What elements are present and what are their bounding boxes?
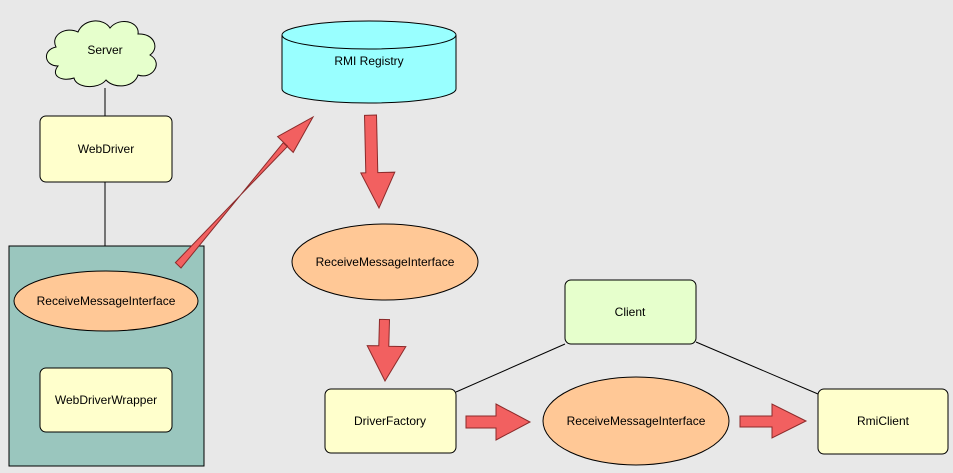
server-label: Server bbox=[87, 43, 122, 57]
receive-bottom-label: ReceiveMessageInterface bbox=[567, 414, 706, 428]
receive-message-interface-middle: ReceiveMessageInterface bbox=[291, 223, 479, 301]
driver-factory-node: DriverFactory bbox=[324, 388, 457, 454]
arrow-receive-to-rmiclient bbox=[739, 403, 808, 439]
webdriver-label: WebDriver bbox=[78, 142, 134, 156]
rmi-registry-database: RMI Registry bbox=[281, 20, 457, 104]
rmi-client-label: RmiClient bbox=[857, 414, 910, 428]
arrow-receive-to-driverfactory bbox=[366, 318, 407, 383]
arrow-driverfactory-to-receive bbox=[465, 403, 532, 441]
receive-middle-label: ReceiveMessageInterface bbox=[316, 255, 455, 269]
connector-client-driverfactory bbox=[455, 343, 566, 393]
receive-message-interface-left: ReceiveMessageInterface bbox=[13, 270, 199, 332]
receive-left-label: ReceiveMessageInterface bbox=[37, 294, 176, 308]
rmi-registry-label: RMI Registry bbox=[334, 54, 403, 68]
arrow-receive-to-registry bbox=[174, 115, 315, 269]
webdriver-node: WebDriver bbox=[39, 115, 173, 183]
rmi-client-node: RmiClient bbox=[817, 388, 949, 455]
webdriver-wrapper-node: WebDriverWrapper bbox=[39, 367, 173, 433]
driver-factory-label: DriverFactory bbox=[354, 414, 426, 428]
webdriver-wrapper-label: WebDriverWrapper bbox=[55, 393, 157, 407]
arrow-registry-to-receive bbox=[359, 114, 396, 210]
server-cloud: Server bbox=[46, 20, 157, 87]
client-label: Client bbox=[615, 305, 646, 319]
receive-message-interface-bottom: ReceiveMessageInterface bbox=[542, 376, 730, 466]
connector-client-rmiclient bbox=[695, 341, 819, 395]
client-node: Client bbox=[564, 279, 697, 345]
